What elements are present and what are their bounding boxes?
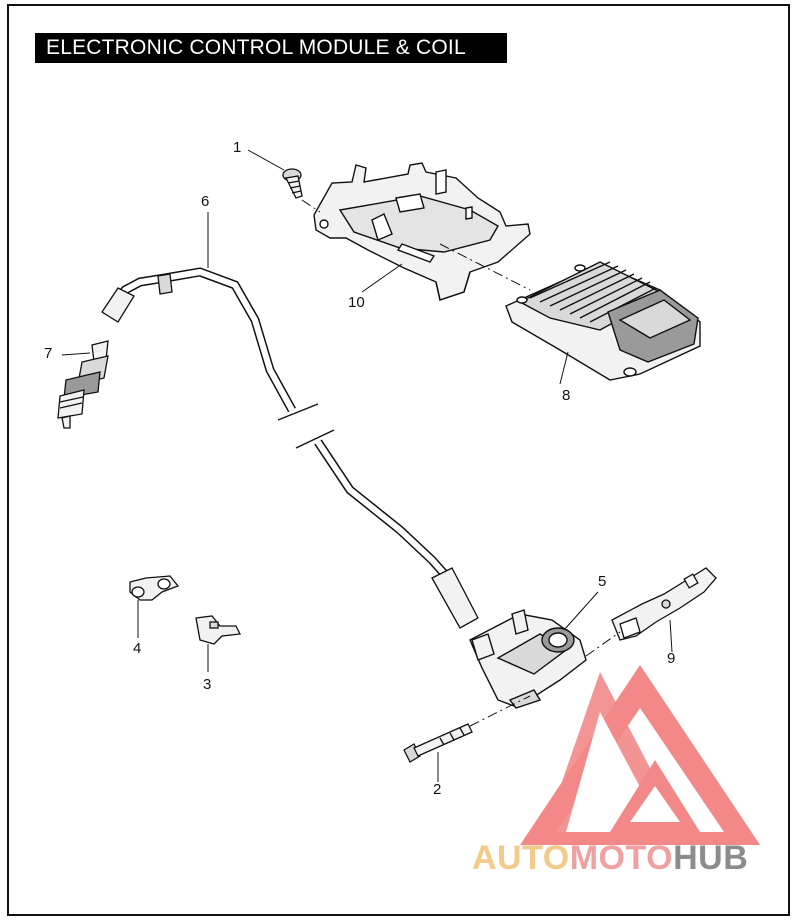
callout-7: 7 <box>44 345 53 362</box>
coil-bracket <box>611 567 717 641</box>
leader-lines <box>61 149 673 782</box>
small-clip <box>195 615 241 645</box>
assembly-lines <box>301 199 621 727</box>
watermark-moto: MOTO <box>569 839 674 877</box>
ecm-mounting-bracket <box>313 162 531 301</box>
callout-6: 6 <box>201 193 210 210</box>
callout-9: 9 <box>667 650 676 667</box>
callout-10: 10 <box>348 294 365 311</box>
callout-8: 8 <box>562 387 571 404</box>
watermark-auto: AUTO <box>472 839 570 877</box>
spark-plug-wire <box>101 267 479 629</box>
page-frame <box>7 4 790 916</box>
callout-1: 1 <box>233 139 242 156</box>
watermark-logo <box>520 665 760 845</box>
electronic-control-module <box>505 261 701 381</box>
watermark-text: AUTOMOTOHUB <box>472 838 748 878</box>
long-bolt <box>403 723 473 763</box>
callout-5: 5 <box>598 573 607 590</box>
ignition-coil <box>469 609 587 709</box>
watermark-hub: HUB <box>673 839 749 877</box>
callout-3: 3 <box>203 676 212 693</box>
wire-clip <box>129 575 180 601</box>
callout-4: 4 <box>133 640 142 657</box>
diagram-title: ELECTRONIC CONTROL MODULE & COIL <box>35 33 507 63</box>
callout-2: 2 <box>433 781 442 798</box>
mounting-screw <box>282 168 303 199</box>
spark-plug <box>57 340 109 429</box>
